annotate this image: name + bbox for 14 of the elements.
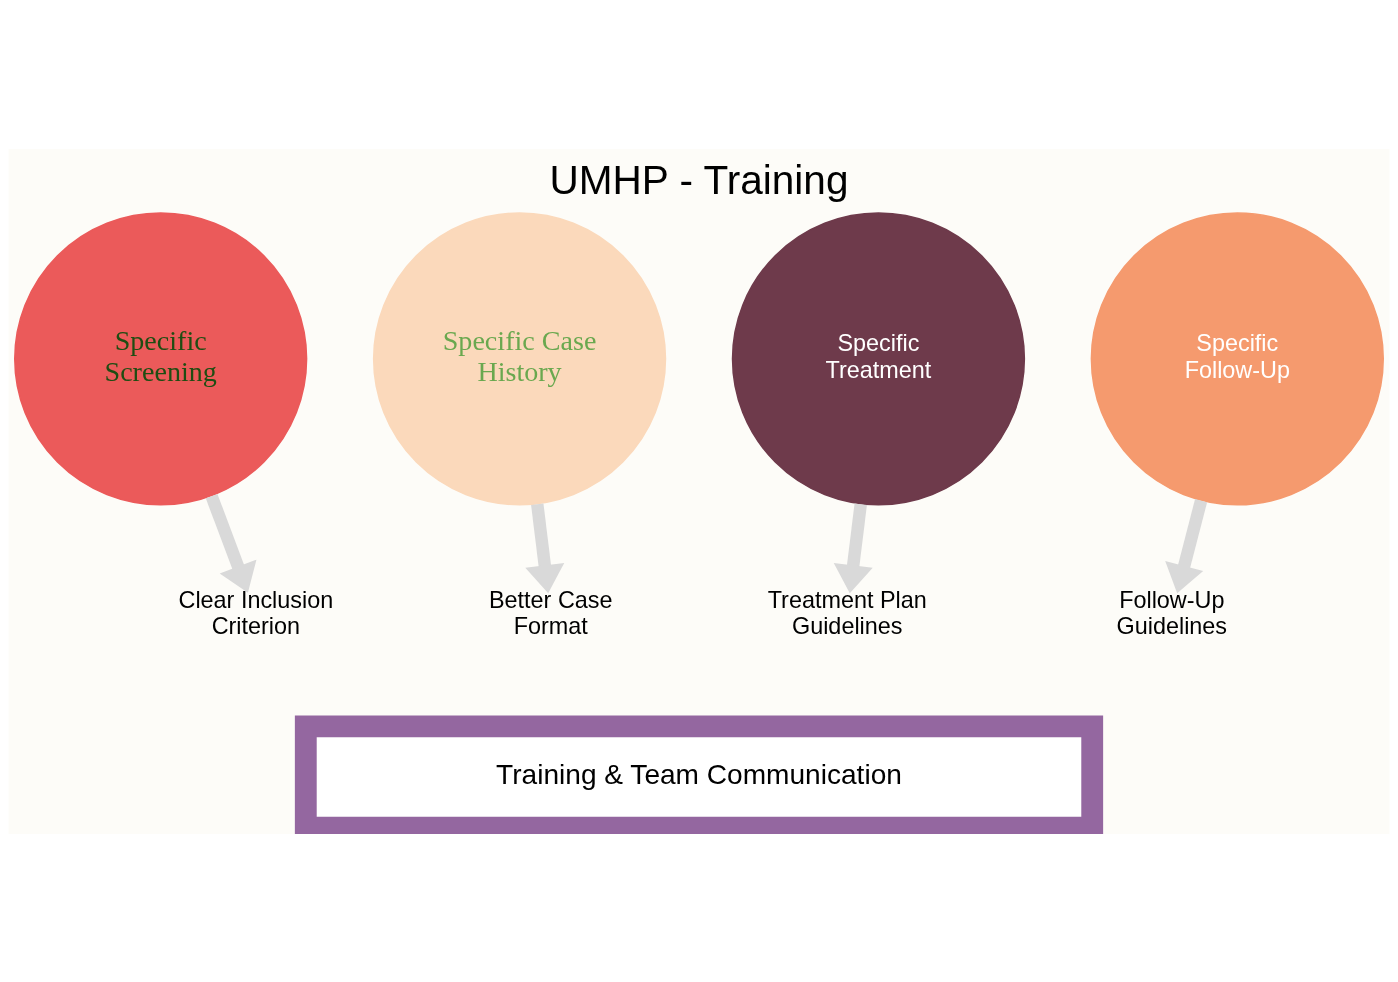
arrow [205,493,257,593]
node-circle: Specific Case History [372,211,667,506]
node-box: Training & Team Communication [294,714,1104,834]
node-text: Clear Inclusion Criterion [178,586,334,639]
node-text: Better Case Format [489,586,613,639]
node-text: Follow-Up Guidelines [1116,586,1228,639]
node-circle: Specific Screening [14,211,308,506]
arrow [833,503,873,593]
diagram-title: UMHP - Training [549,156,849,203]
arrow [1165,498,1208,593]
node-circle: Specific Follow-Up [1090,211,1384,506]
arrow [525,503,565,593]
node-circle: Specific Treatment [731,211,1026,506]
node-text: Treatment Plan Guidelines [767,586,927,639]
